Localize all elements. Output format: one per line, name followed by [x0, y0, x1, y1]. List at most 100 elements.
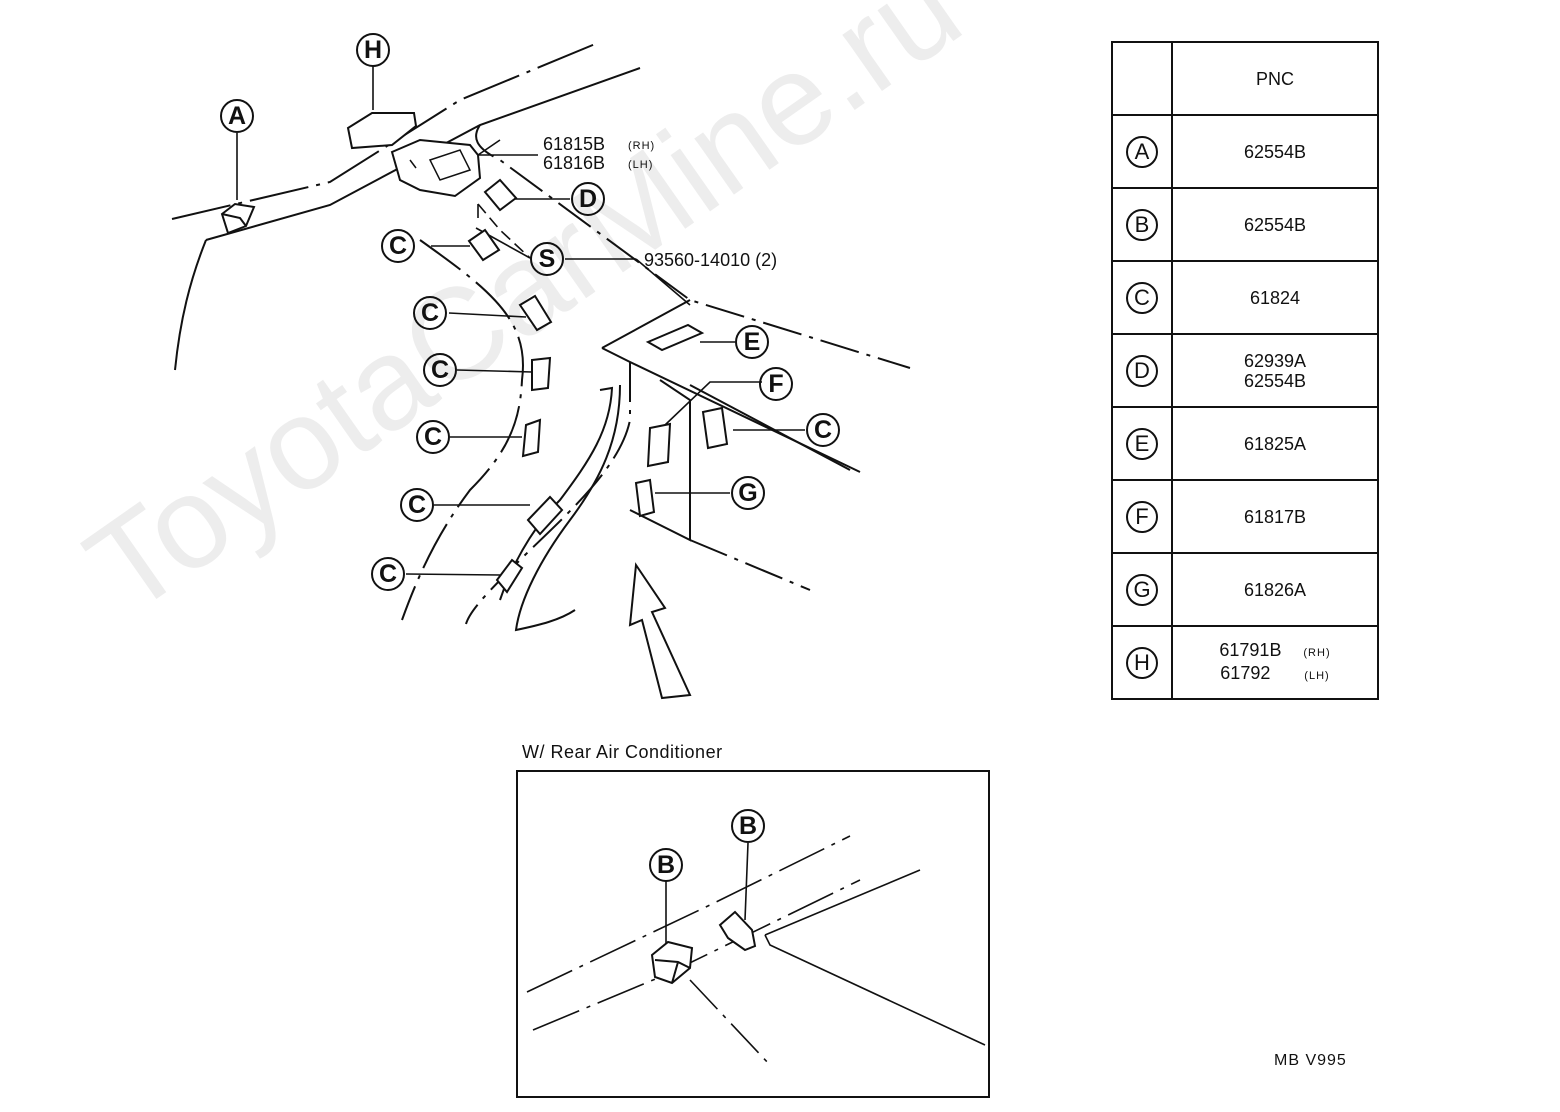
- key-letter: H: [1126, 646, 1158, 679]
- table-header-blank: [1111, 41, 1173, 116]
- pnc-number: 61817B: [1243, 506, 1307, 527]
- key-letter: C: [1126, 281, 1158, 314]
- pnc-side: (LH): [1304, 669, 1330, 682]
- callout-circle-d: [571, 182, 605, 216]
- pnc-number: 62554B: [1243, 141, 1307, 162]
- inset-callout-circle-b2: [731, 809, 765, 843]
- part-c-pad-1: [467, 228, 501, 262]
- part-number-lh: 61816B: [543, 153, 605, 173]
- pnc-line: 62554B: [1173, 215, 1377, 235]
- table-row: C 61824: [1111, 260, 1379, 335]
- pnc-line: 61824: [1173, 288, 1377, 308]
- callout-g: G: [738, 479, 757, 507]
- part-c-pad-3: [531, 356, 552, 392]
- inner-panel-line: [629, 379, 691, 542]
- callout-c: C: [389, 232, 407, 260]
- callout-c: C: [431, 356, 449, 384]
- callout-circle-c2: [413, 296, 447, 330]
- table-row: F 61817B: [1111, 479, 1379, 554]
- pnc-cell: 61824: [1171, 260, 1379, 335]
- pnc-number: 61791B: [1219, 639, 1282, 660]
- inset-part-b-box: [650, 940, 694, 985]
- part-d-pad: [483, 178, 518, 212]
- pnc-cell: 62554B: [1171, 187, 1379, 262]
- callout-c: C: [814, 416, 832, 444]
- table-key-cell: D: [1111, 333, 1173, 408]
- floor-line-4: [514, 384, 621, 632]
- callout-circle-c3: [423, 353, 457, 387]
- part-f-pad: [646, 422, 672, 468]
- callout-h: H: [364, 36, 382, 64]
- table-row: E 61825A: [1111, 406, 1379, 481]
- inset-callout-circle-b1: [649, 848, 683, 882]
- pnc-number: 62939A: [1243, 350, 1307, 371]
- table-key-cell: C: [1111, 260, 1173, 335]
- pnc-line: 62554B: [1173, 371, 1377, 391]
- part-c-pad-5: [526, 495, 564, 536]
- part-h-box: [346, 112, 418, 150]
- pnc-line: 61791B (RH): [1173, 640, 1377, 663]
- part-side-rh: (RH): [628, 140, 655, 152]
- table-row: G 61826A: [1111, 552, 1379, 627]
- screw-part-number: 93560-14010 (2): [644, 250, 777, 270]
- callout-a: A: [228, 102, 246, 130]
- table-row: A 62554B: [1111, 114, 1379, 189]
- inset-leaders: [665, 842, 749, 945]
- pillar-line-1: [401, 239, 524, 621]
- floor-panel-line: [601, 347, 861, 473]
- part-bracket-detail: [409, 149, 472, 181]
- pnc-cell: 61826A: [1171, 552, 1379, 627]
- pnc-cell: 61825A: [1171, 406, 1379, 481]
- key-letter: F: [1126, 500, 1158, 533]
- key-letter: G: [1126, 573, 1158, 606]
- callout-d: D: [579, 185, 597, 213]
- key-letter: B: [1126, 208, 1158, 241]
- table-header-pnc: PNC: [1171, 41, 1379, 116]
- table-key-cell: G: [1111, 552, 1173, 627]
- floor-line-2: [465, 362, 631, 625]
- pnc-number: 61826A: [1243, 579, 1307, 600]
- part-g-pad: [634, 478, 656, 518]
- callout-circle-e: [735, 325, 769, 359]
- table-key-cell: A: [1111, 114, 1173, 189]
- callout-b: B: [739, 812, 757, 840]
- pnc-line: 61826A: [1173, 580, 1377, 600]
- pnc-line: 62939A: [1173, 351, 1377, 371]
- reference-code: MB V995: [1274, 1052, 1347, 1069]
- callout-circle-a: [220, 99, 254, 133]
- callout-s: S: [539, 245, 556, 273]
- table-header-row: PNC: [1111, 41, 1379, 116]
- part-c-pad-2: [518, 294, 553, 332]
- inset-line-3: [764, 869, 986, 1046]
- callout-e: E: [744, 328, 761, 356]
- part-e-pad: [645, 323, 705, 352]
- callout-b: B: [657, 851, 675, 879]
- direction-arrow: [628, 562, 692, 700]
- pnc-line: 61817B: [1173, 507, 1377, 527]
- inset-line-4: [689, 979, 771, 1066]
- pnc-side: (RH): [1303, 646, 1331, 659]
- part-a-clip: [220, 202, 256, 235]
- pnc-number: 61825A: [1243, 433, 1307, 454]
- key-letter: E: [1126, 427, 1158, 460]
- pnc-line: 62554B: [1173, 142, 1377, 162]
- callout-circle-c6: [371, 557, 405, 591]
- pillar-line-2: [601, 299, 691, 349]
- key-letter: D: [1126, 354, 1158, 387]
- table-row: B 62554B: [1111, 187, 1379, 262]
- pnc-cell: 61791B (RH) 61792(LH): [1171, 625, 1379, 700]
- part-c-pad-6: [495, 558, 524, 594]
- inset-line-2: [532, 879, 861, 1031]
- table-key-cell: B: [1111, 187, 1173, 262]
- callout-circle-c1: [381, 229, 415, 263]
- pnc-cell: 61817B: [1171, 479, 1379, 554]
- pillar-outer-line: [174, 239, 207, 371]
- rail-line-2: [689, 539, 811, 591]
- pnc-line: 61792(LH): [1173, 663, 1377, 686]
- pnc-line: 61825A: [1173, 434, 1377, 454]
- pnc-number: 61824: [1249, 287, 1301, 308]
- inset-frame: [516, 770, 990, 1098]
- callout-circle-c5: [400, 488, 434, 522]
